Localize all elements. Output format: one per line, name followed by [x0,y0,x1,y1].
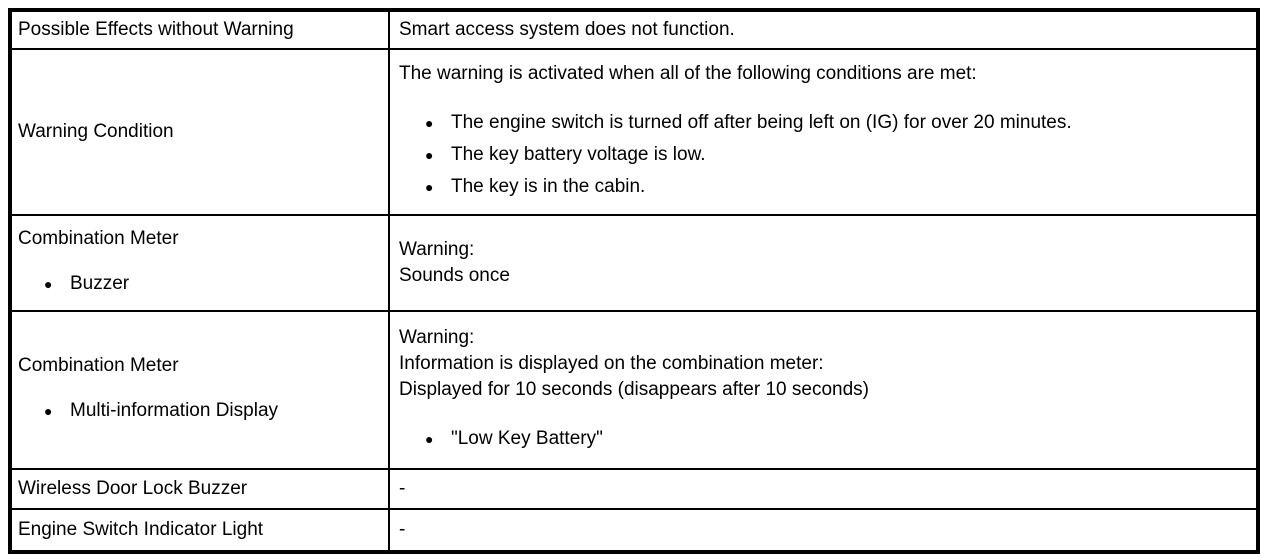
row-label-cell: Warning Condition [9,48,390,216]
row-value: Information is displayed on the combinat… [399,353,824,374]
row-label: Wireless Door Lock Buzzer [18,478,248,499]
spacer [399,87,1250,107]
row-value: Sounds once [399,265,510,286]
bullet-icon: ● [425,431,434,447]
spacer [18,252,382,268]
list-item-text: The key battery voltage is low. [451,144,706,165]
list-item-text: Buzzer [70,273,130,294]
row-label-cell: Engine Switch Indicator Light [9,508,390,553]
row-value: - [399,519,406,540]
row-value-cell: Warning: Sounds once [388,214,1259,312]
row-value-cell: Warning: Information is displayed on the… [388,310,1259,470]
list-item-text: "Low Key Battery" [451,428,603,449]
row-label: Warning Condition [18,121,174,142]
list-item-text: The engine switch is turned off after be… [451,112,1072,133]
row-value: Smart access system does not function. [399,19,735,40]
spacer [399,403,1250,423]
row-value: The warning is activated when all of the… [399,63,977,84]
bullet-icon: ● [44,403,53,419]
bullet-icon: ● [425,115,434,131]
row-label: Possible Effects without Warning [18,19,294,40]
table-row: Wireless Door Lock Buzzer - [9,468,1259,510]
row-label: Combination Meter [18,228,179,249]
row-value: Warning: [399,327,475,348]
table-row: Possible Effects without Warning Smart a… [9,9,1259,50]
list-item-text: The key is in the cabin. [451,176,646,197]
row-label-cell: Combination Meter ● Buzzer [9,214,390,312]
row-label: Combination Meter [18,355,179,376]
table-row: Warning Condition The warning is activat… [9,48,1259,216]
list-item: ● The engine switch is turned off after … [399,107,1250,139]
row-label-cell: Wireless Door Lock Buzzer [9,468,390,510]
row-label-cell: Combination Meter ● Multi-information Di… [9,310,390,470]
table-row: Combination Meter ● Multi-information Di… [9,310,1259,470]
row-value-cell: - [388,508,1259,553]
list-item: ● The key is in the cabin. [399,171,1250,203]
spacer [18,379,382,395]
warning-spec-table: Possible Effects without Warning Smart a… [8,8,1260,554]
list-item: ● The key battery voltage is low. [399,139,1250,171]
row-value-cell: - [388,468,1259,510]
row-label: Engine Switch Indicator Light [18,519,264,540]
list-item: ● Buzzer [18,268,382,300]
list-item-text: Multi-information Display [70,400,279,421]
row-value-cell: The warning is activated when all of the… [388,48,1259,216]
row-label-cell: Possible Effects without Warning [9,9,390,50]
row-value: Displayed for 10 seconds (disappears aft… [399,379,869,400]
row-value-cell: Smart access system does not function. [388,9,1259,50]
list-item: ● Multi-information Display [18,395,382,427]
bullet-icon: ● [425,147,434,163]
bullet-icon: ● [425,179,434,195]
row-value: Warning: [399,239,475,260]
list-item: ● "Low Key Battery" [399,423,1250,455]
table-row: Engine Switch Indicator Light - [9,508,1259,553]
bullet-icon: ● [44,276,53,292]
table-row: Combination Meter ● Buzzer Warning: Soun… [9,214,1259,312]
row-value: - [399,478,406,499]
